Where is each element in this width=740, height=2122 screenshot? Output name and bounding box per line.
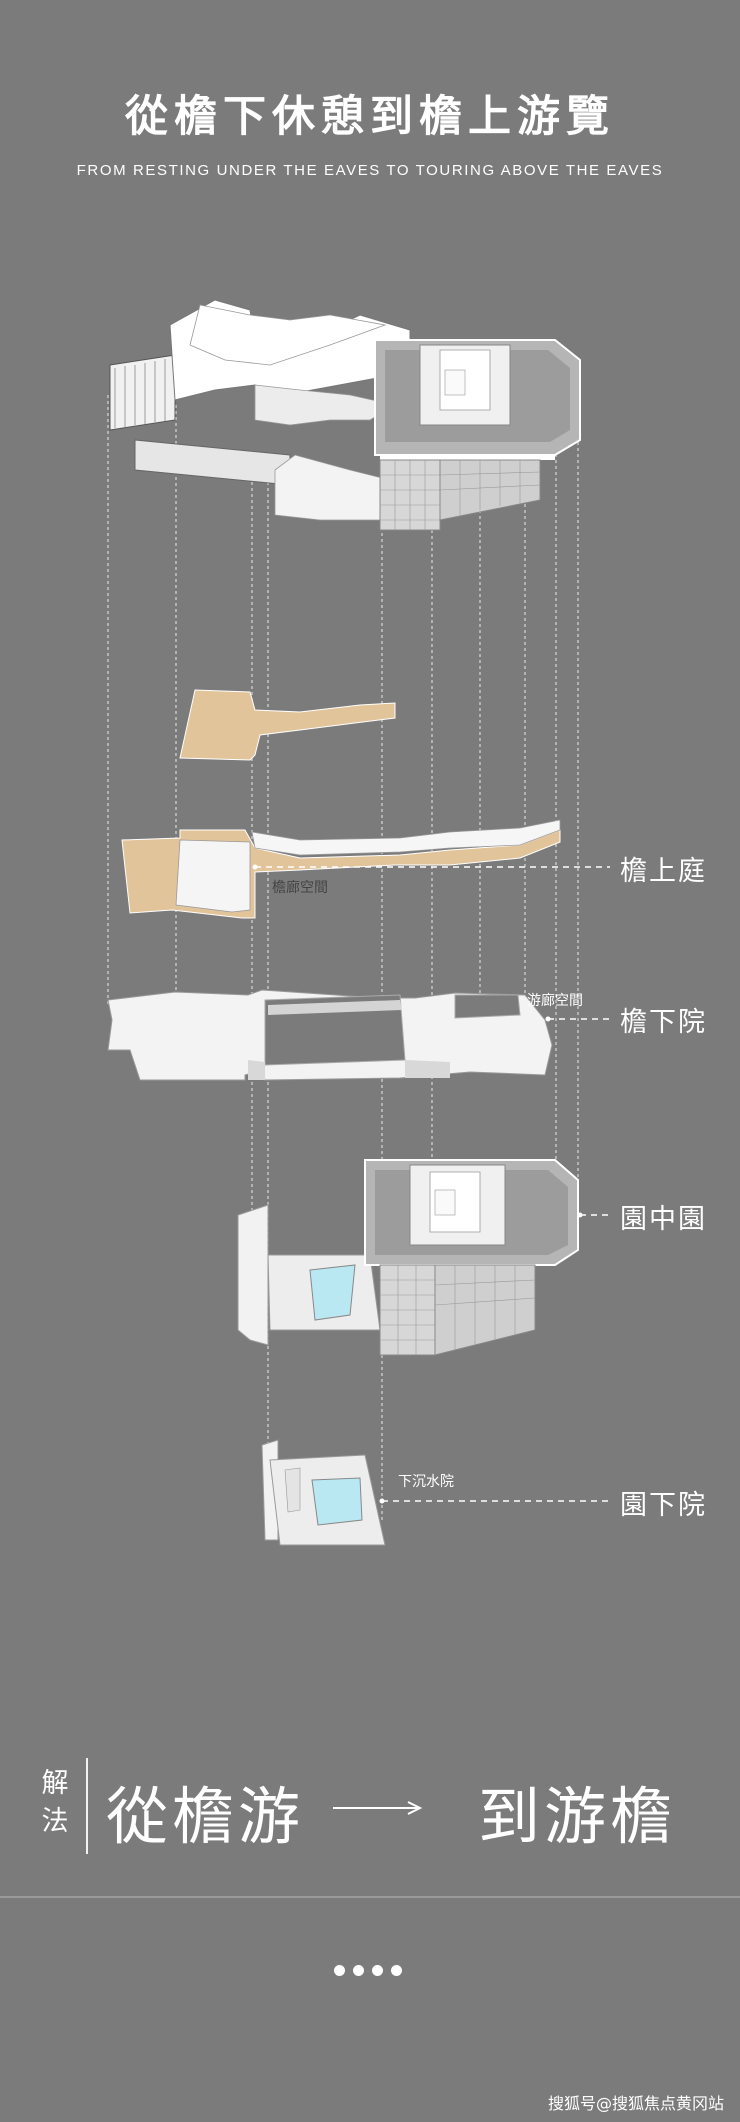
layer-label-eave-top-court: 檐上庭 xyxy=(620,856,707,887)
section-divider xyxy=(0,1896,740,1898)
garden-in-garden-block xyxy=(237,1159,579,1356)
layer-label-garden-lower-yard: 園下院 xyxy=(620,1490,707,1521)
exploded-axonometric-diagram xyxy=(107,299,610,1546)
solution-prefix: 解法 xyxy=(41,1768,69,1837)
sunken-water-courtyard xyxy=(261,1439,386,1546)
building-full-model xyxy=(109,299,581,531)
dot-2 xyxy=(353,1965,364,1976)
page-subtitle: FROM RESTING UNDER THE EAVES TO TOURING … xyxy=(76,162,664,179)
upper-slab-sand xyxy=(121,689,561,919)
dot-1 xyxy=(334,1965,345,1976)
layer-label-garden-in-garden: 園中園 xyxy=(620,1204,707,1235)
pagination-dots xyxy=(330,1965,410,1979)
callout-leaders xyxy=(255,866,610,1502)
ground-slab xyxy=(107,989,553,1081)
phrase-from: 從檐游 xyxy=(106,1780,305,1853)
layer-tag-sunken-water: 下沉水院 xyxy=(398,1474,454,1490)
layer-tag-eave-corridor: 檐廊空間 xyxy=(272,880,328,896)
dot-3 xyxy=(372,1965,383,1976)
vertical-divider xyxy=(86,1758,88,1854)
page-title: 從檐下休憩到檐上游覽 xyxy=(125,92,615,142)
callout-dots xyxy=(252,864,583,1504)
projection-lines xyxy=(107,395,579,1520)
watermark: 搜狐号@搜狐焦点黄冈站 xyxy=(547,2094,724,2113)
phrase-to: 到游檐 xyxy=(478,1780,677,1853)
layer-label-under-eave-yard: 檐下院 xyxy=(620,1007,707,1038)
layer-tag-tour-corridor: 游廊空間 xyxy=(527,993,583,1009)
dot-4 xyxy=(391,1965,402,1976)
